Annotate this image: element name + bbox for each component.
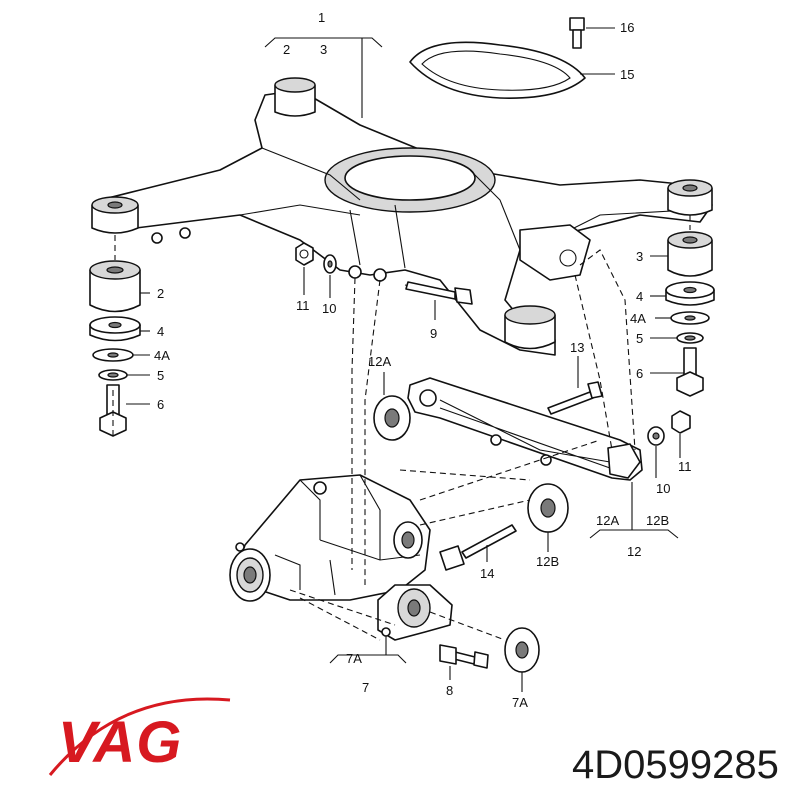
callout-7a-right: 7A [512,695,528,710]
subframe-bushing-right [667,179,713,216]
differential-housing [229,474,431,602]
bolt-8 [439,644,489,669]
nut-11-right [671,410,691,434]
callout-3: 3 [320,42,327,57]
differential-carrier [407,377,643,481]
callout-1: 1 [318,10,325,25]
bolt-16 [569,17,585,49]
callout-10-right: 10 [656,481,670,496]
bracket-7 [329,654,407,664]
callout-12a-bracket: 12A [596,513,619,528]
callout-5-right: 5 [636,331,643,346]
callout-15: 15 [620,67,634,82]
star-washer-5-right [676,332,704,344]
callout-14: 14 [480,566,494,581]
callout-2-left: 2 [157,286,164,301]
spacer-4-left [89,316,141,342]
callout-9: 9 [430,326,437,341]
bushing-12b [527,483,569,533]
callout-7: 7 [362,680,369,695]
callout-10-top: 10 [322,301,336,316]
subframe-bushing-top [274,77,316,117]
callout-13: 13 [570,340,584,355]
bolt-14 [439,524,517,571]
callout-12: 12 [627,544,641,559]
nut-11-top [295,242,314,266]
callout-3-right: 3 [636,249,643,264]
callout-11-right: 11 [678,459,692,474]
callout-12a-top: 12A [368,354,391,369]
bracket-1 [264,37,383,48]
callout-4a-right: 4A [630,311,646,326]
washer-4a-right [670,311,710,325]
bolt-6-right [676,347,704,397]
bracket-12 [589,529,679,539]
callout-6-left: 6 [157,397,164,412]
callout-12b-bottom: 12B [536,554,559,569]
callout-11-top: 11 [296,298,310,313]
washer-10-right [647,426,665,446]
callout-5-left: 5 [157,368,164,383]
spacer-4-right [665,281,715,306]
star-washer-5-left [98,369,128,381]
subframe-bushing-bottom [504,305,556,350]
bushing-12a-left [373,395,411,441]
callout-7a-bracket: 7A [346,651,362,666]
callout-4-right: 4 [636,289,643,304]
washer-10-top [323,254,337,274]
part-number: 4D0599285 [572,743,779,787]
bushing-3-right [667,231,713,277]
callout-8: 8 [446,683,453,698]
cover-plate [409,41,586,99]
callout-2: 2 [283,42,290,57]
bolt-9 [404,281,473,305]
assembly-guide-lines [112,249,636,641]
vag-logo-text: VAG [58,710,182,775]
rear-subframe [94,89,713,356]
callout-4a-left: 4A [154,348,170,363]
callout-4-left: 4 [157,324,164,339]
subframe-bushing-left [91,196,139,234]
callout-16: 16 [620,20,634,35]
callout-12b-bracket: 12B [646,513,669,528]
bushing-7a-right [504,627,540,673]
bolt-13 [547,381,603,415]
rear-mount-bracket [377,584,453,641]
bushing-2-left [89,260,141,313]
vag-logo: VAG [48,697,231,776]
callout-6-right: 6 [636,366,643,381]
washer-4a-left [92,348,134,362]
